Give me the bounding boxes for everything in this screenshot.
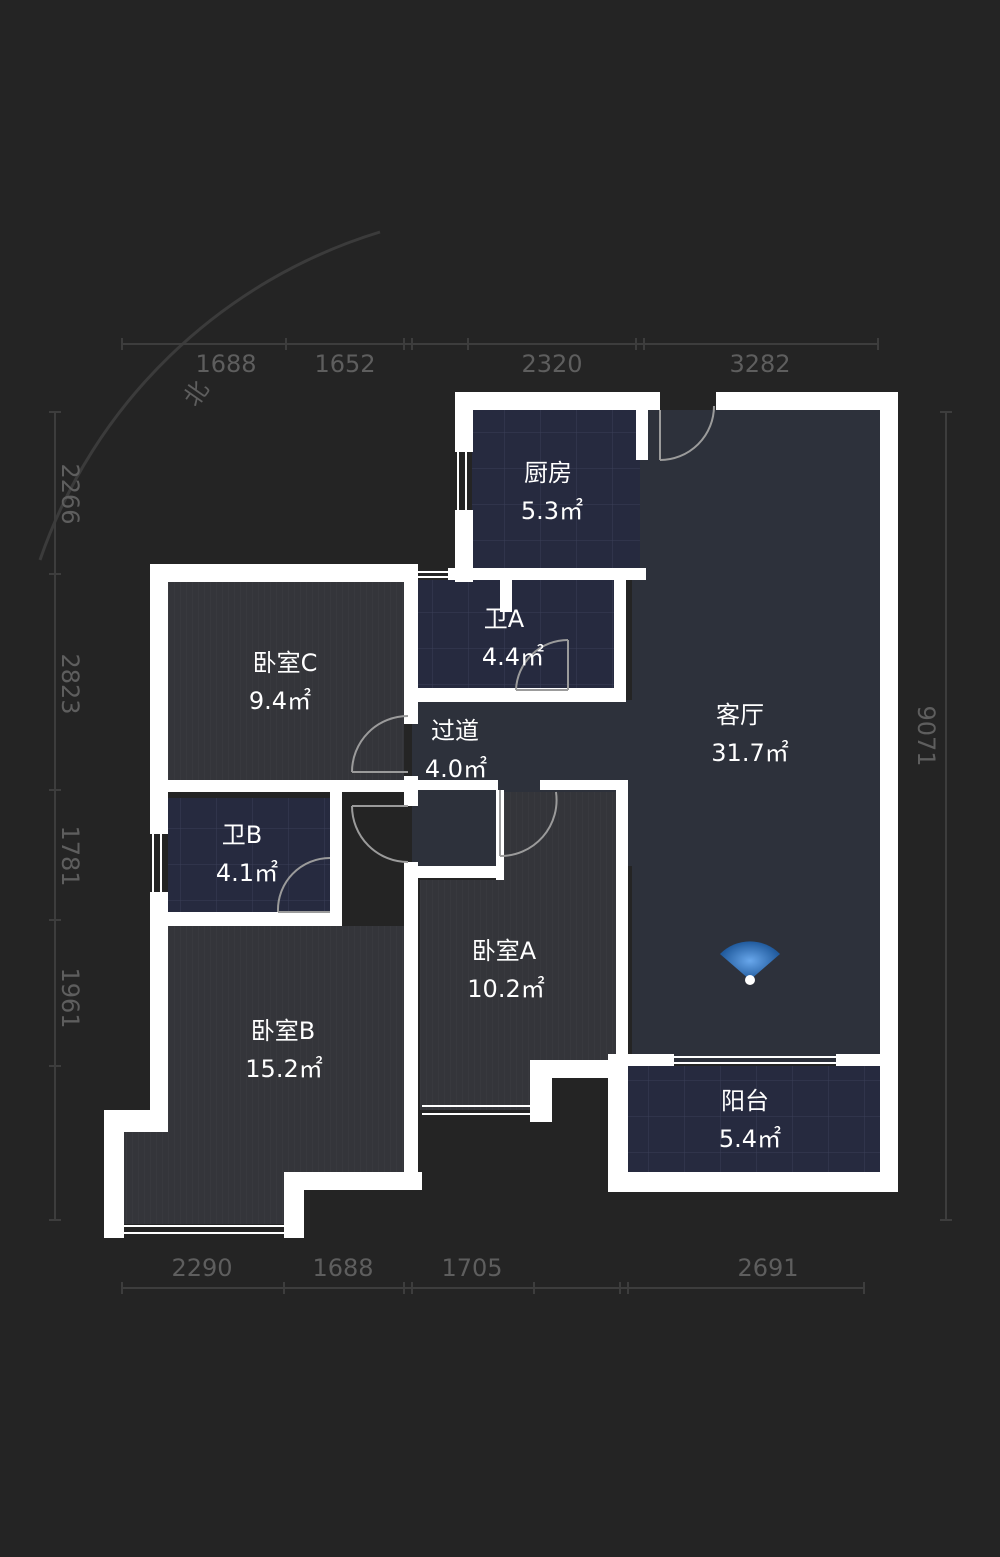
walls (104, 392, 898, 1238)
balcony-area: 5.4㎡ (719, 1125, 781, 1153)
dim-left-1: 2266 (56, 463, 84, 524)
bath-b-label: 卫B (222, 821, 262, 849)
dim-bottom-1: 2290 (171, 1254, 232, 1282)
windows (109, 452, 836, 1234)
dim-top-1: 1688 (195, 350, 256, 378)
floor-bedroom-c (168, 582, 404, 782)
viewpoint-marker (720, 941, 780, 985)
doors (276, 405, 715, 913)
bedroom-c-area: 9.4㎡ (249, 687, 311, 715)
dim-left-3: 1781 (56, 825, 84, 886)
living-room-area: 31.7㎡ (711, 739, 788, 767)
bedroom-c-label: 卧室C (253, 649, 318, 677)
floor-bath-a (416, 580, 616, 690)
balcony-label: 阳台 (721, 1087, 769, 1115)
floor-bedroom-a (420, 792, 616, 1110)
room-floors (118, 410, 880, 1224)
compass-arc (38, 230, 381, 561)
bath-b-area: 4.1㎡ (216, 859, 278, 887)
dim-top-3: 2320 (521, 350, 582, 378)
floor-bedroom-b (118, 926, 404, 1224)
bedroom-b-area: 15.2㎡ (245, 1055, 322, 1083)
living-room-label: 客厅 (716, 701, 764, 729)
dim-bottom-2: 1688 (312, 1254, 373, 1282)
floor-kitchen (472, 410, 640, 570)
dim-bottom-3: 1705 (441, 1254, 502, 1282)
floor-bath-b (168, 798, 330, 918)
dim-left-2: 2823 (56, 653, 84, 714)
hallway-label: 过道 (431, 717, 479, 745)
bath-a-area: 4.4㎡ (482, 643, 544, 671)
bedroom-b-label: 卧室B (251, 1017, 315, 1045)
dim-right-1: 9071 (912, 705, 940, 766)
dim-bottom-4: 2691 (737, 1254, 798, 1282)
compass-north-label: 北 (178, 376, 215, 412)
bedroom-a-label: 卧室A (472, 937, 537, 965)
bedroom-a-area: 10.2㎡ (467, 975, 544, 1003)
dimension-lines (49, 338, 952, 1294)
dim-left-4: 1961 (56, 967, 84, 1028)
dim-top-4: 3282 (729, 350, 790, 378)
kitchen-label: 厨房 (524, 459, 572, 487)
floor-balcony (628, 1066, 880, 1174)
room-labels: 厨房 5.3㎡ 卫A 4.4㎡ 卧室C 9.4㎡ 过道 4.0㎡ 客厅 31.7… (216, 459, 789, 1153)
bath-a-label: 卫A (484, 605, 525, 633)
kitchen-area: 5.3㎡ (521, 497, 583, 525)
hallway-area: 4.0㎡ (425, 755, 487, 783)
dim-top-2: 1652 (314, 350, 375, 378)
